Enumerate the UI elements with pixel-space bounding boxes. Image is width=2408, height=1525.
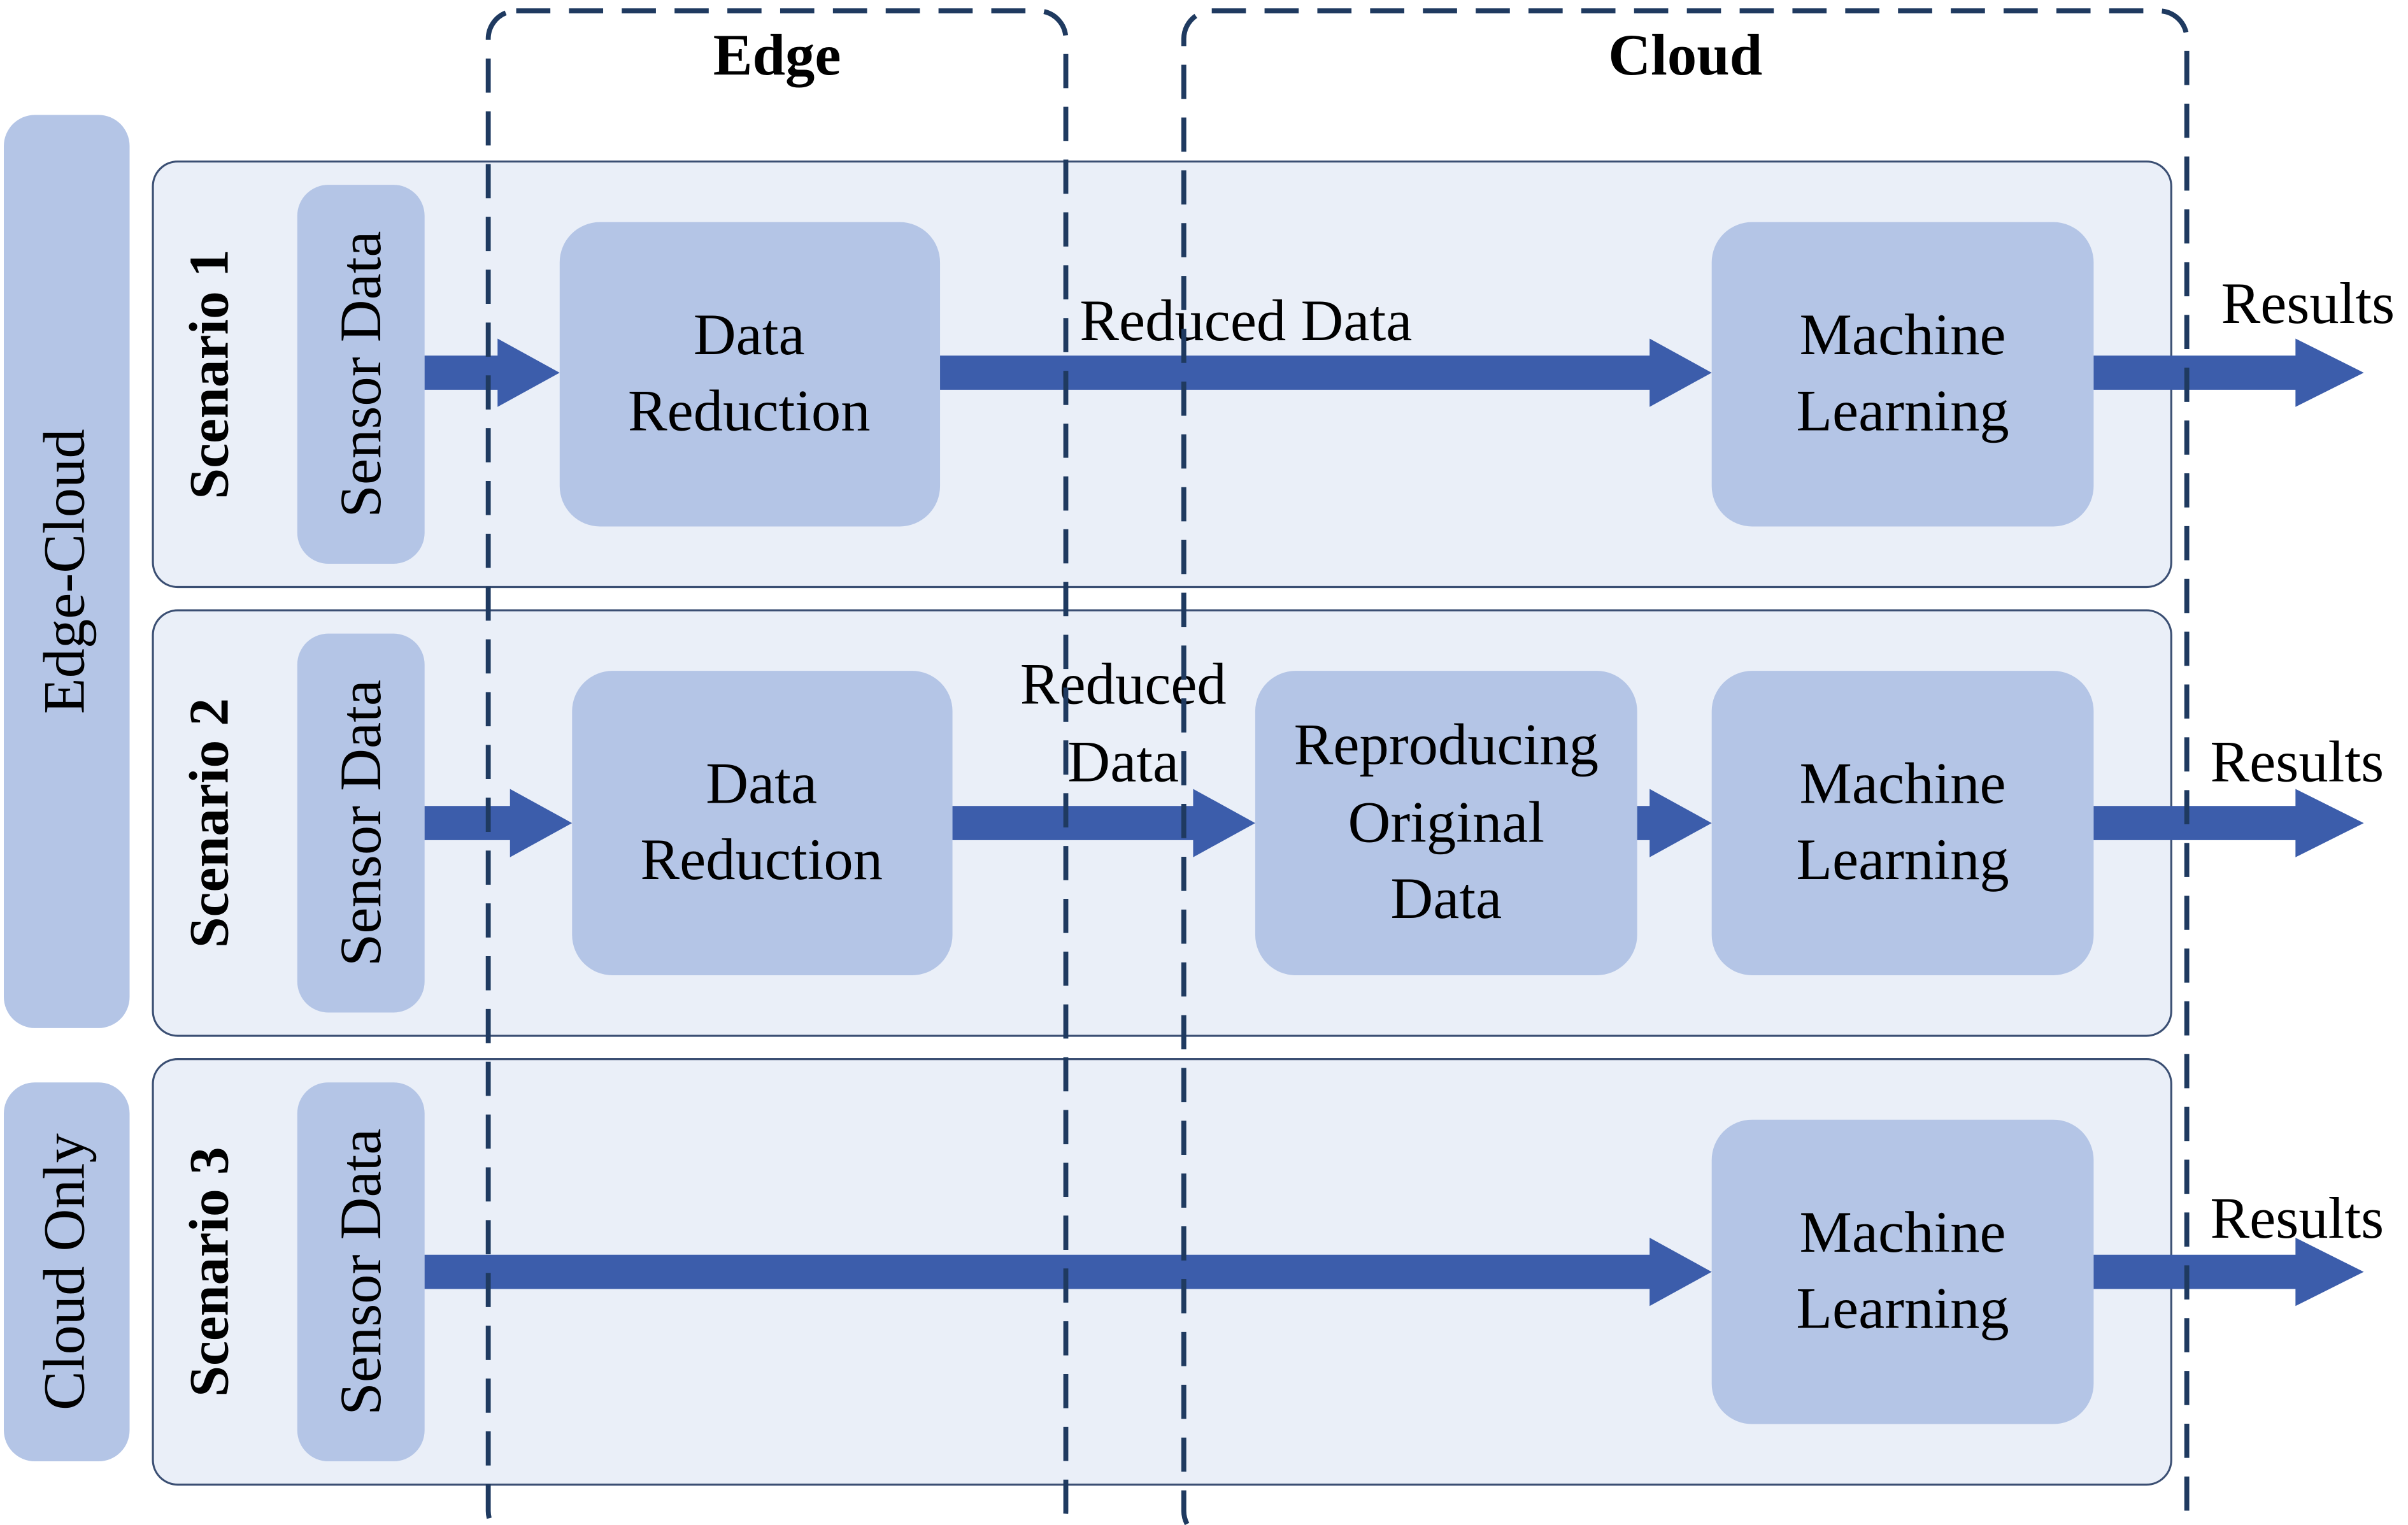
- machine-learning-2: Machine Learning: [1711, 671, 2094, 975]
- cloud-zone-label: Cloud: [1608, 22, 1762, 88]
- machine-learning-1: Machine Learning: [1711, 222, 2094, 527]
- machine-learning-2-line-1: Machine: [1800, 750, 2006, 816]
- group-edge-cloud-label: Edge-Cloud: [32, 429, 97, 714]
- machine-learning-2-line-2: Learning: [1796, 827, 2009, 892]
- sensor-data-1: Sensor Data: [297, 185, 425, 564]
- reproducing-line-1: Reproducing: [1294, 712, 1599, 777]
- machine-learning-3-line-2: Learning: [1796, 1275, 2009, 1341]
- arrow-reproduce-to-ml-2: [1637, 789, 1712, 857]
- machine-learning-1-line-1: Machine: [1800, 302, 2006, 368]
- data-reduction-1-line-2: Reduction: [628, 378, 871, 443]
- sensor-data-3: Sensor Data: [297, 1082, 425, 1462]
- edge-zone: [485, 8, 1069, 1525]
- group-edge-cloud-box: [4, 115, 130, 1028]
- scenario-1-label: Scenario 1: [178, 249, 239, 499]
- sensor-data-2-label: Sensor Data: [328, 680, 394, 966]
- scenario-3-label: Scenario 3: [178, 1147, 239, 1396]
- reduced-data-label-2-line-2: Data: [1067, 729, 1179, 794]
- arrow-ml-to-results-2: [2093, 789, 2364, 857]
- scenario-2-label: Scenario 2: [178, 698, 239, 948]
- data-reduction-2-line-1: Data: [706, 750, 817, 816]
- data-reduction-2: Data Reduction: [572, 671, 953, 975]
- arrow-sensor-to-reduction-1: [424, 338, 560, 407]
- results-label-2: Results: [2210, 729, 2384, 794]
- sensor-data-3-label: Sensor Data: [328, 1129, 394, 1415]
- reproducing-line-2: Original: [1348, 789, 1544, 855]
- edge-zone-label: Edge: [713, 22, 841, 88]
- data-reduction-1: Data Reduction: [559, 222, 941, 527]
- machine-learning-3: Machine Learning: [1711, 1119, 2094, 1424]
- arrow-reduction-to-ml-1: [940, 338, 1712, 407]
- arrow-reduction-to-reproduce-2: [952, 789, 1255, 857]
- reduced-data-label-2-line-1: Reduced: [1020, 651, 1227, 717]
- arrow-sensor-to-reduction-2: [424, 789, 573, 857]
- reduced-data-label-1: Reduced Data: [1079, 288, 1412, 354]
- group-cloud-only-label: Cloud Only: [32, 1133, 97, 1410]
- sensor-data-1-label: Sensor Data: [328, 231, 394, 517]
- cloud-zone: [1181, 8, 2190, 1525]
- group-edge-cloud: Edge-Cloud: [4, 115, 130, 1028]
- data-reduction-1-line-1: Data: [694, 302, 805, 368]
- data-reduction-2-line-2: Reduction: [640, 827, 883, 892]
- arrow-ml-to-results-1: [2093, 338, 2364, 407]
- group-cloud-only: Cloud Only: [4, 1082, 130, 1462]
- results-label-1: Results: [2221, 271, 2395, 336]
- reproducing-line-3: Data: [1390, 866, 1502, 931]
- reproducing-original-data: Reproducing Original Data: [1255, 671, 1637, 975]
- machine-learning-1-line-2: Learning: [1796, 378, 2009, 443]
- machine-learning-3-line-1: Machine: [1800, 1199, 2006, 1265]
- sensor-data-2: Sensor Data: [297, 633, 425, 1013]
- results-label-3: Results: [2210, 1185, 2384, 1251]
- group-cloud-only-box: [4, 1082, 130, 1462]
